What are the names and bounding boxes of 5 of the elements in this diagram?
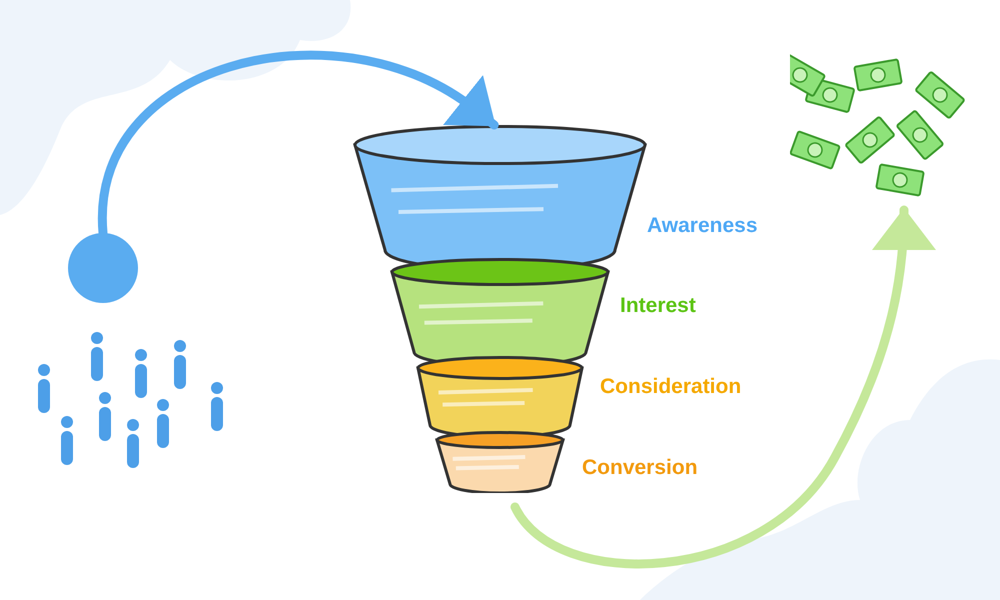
stage-label: Consideration: [600, 376, 742, 397]
stage-label: Conversion: [582, 457, 698, 478]
stage-label: Awareness: [647, 215, 758, 236]
curved-arrow: [510, 206, 936, 568]
stage-label: Interest: [620, 295, 696, 316]
